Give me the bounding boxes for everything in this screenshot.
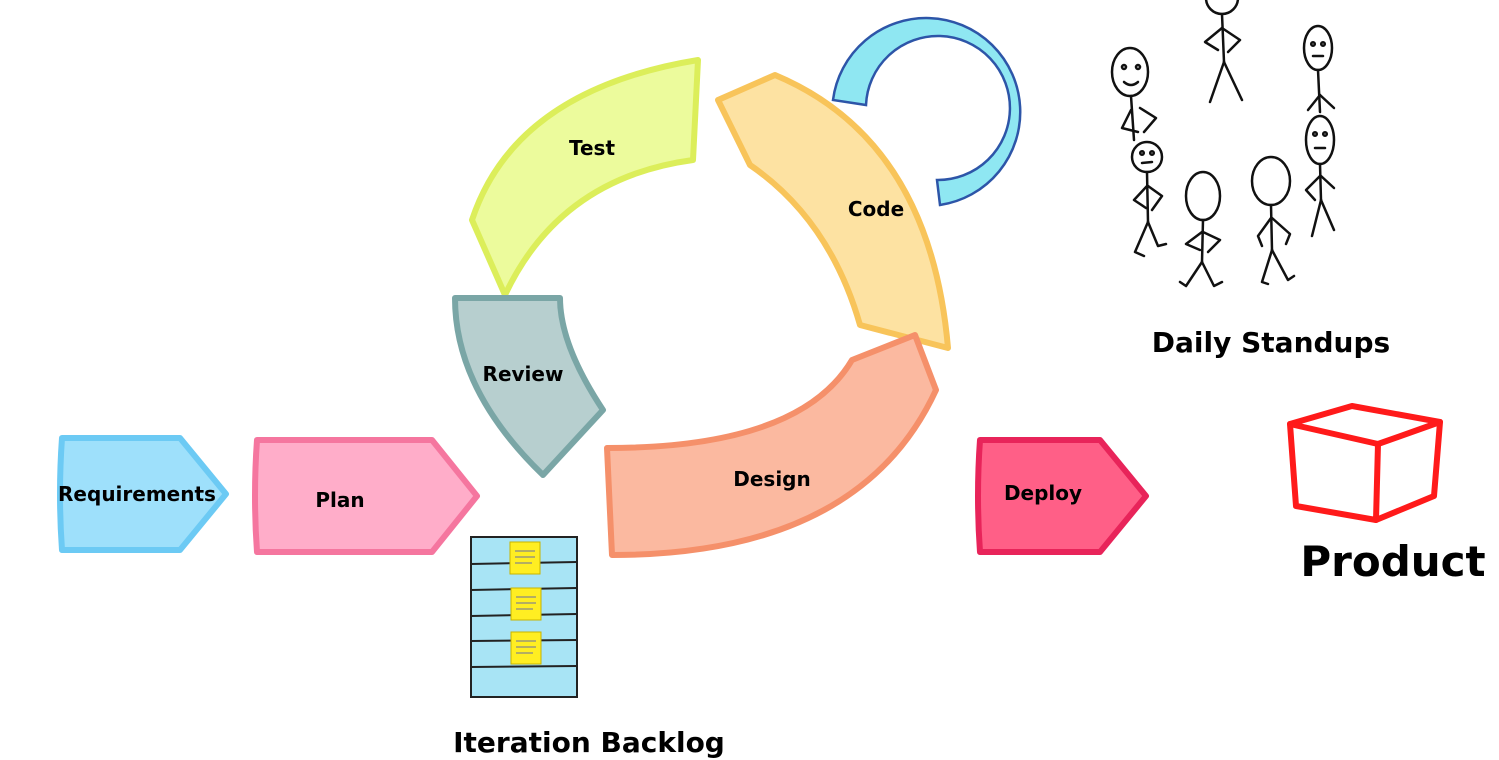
daily-standups-figures [1110, 0, 1336, 288]
plan-arrow: Plan [252, 437, 480, 555]
review-segment: Review [452, 295, 606, 478]
stick-figure [1130, 140, 1168, 258]
deploy-arrow: Deploy [975, 437, 1149, 555]
product-caption: Product [1300, 537, 1485, 586]
sticky-note [510, 631, 542, 665]
daily-loop-arc [831, 16, 1022, 207]
requirements-label: Requirements [58, 482, 216, 506]
deploy-label: Deploy [1004, 481, 1082, 505]
iteration-backlog-caption: Iteration Backlog [453, 726, 725, 759]
sticky-note [509, 541, 541, 575]
design-label: Design [733, 467, 810, 491]
code-segment: Code [715, 72, 951, 351]
review-label: Review [483, 362, 564, 386]
requirements-arrow: Requirements [57, 435, 229, 553]
sticky-note [510, 587, 542, 621]
design-segment: Design [604, 332, 939, 558]
stick-figure [1304, 114, 1336, 238]
stick-figure [1250, 155, 1296, 286]
test-label: Test [569, 136, 615, 160]
plan-label: Plan [315, 488, 364, 512]
product-box-icon [1287, 403, 1443, 523]
stick-figure [1110, 46, 1158, 142]
stick-figure [1203, 0, 1244, 104]
iteration-backlog-board [470, 536, 578, 698]
stick-figure [1178, 170, 1224, 288]
daily-standups-caption: Daily Standups [1152, 326, 1390, 359]
test-segment: Test [469, 57, 701, 298]
code-label: Code [848, 197, 904, 221]
stick-figure [1302, 24, 1336, 114]
